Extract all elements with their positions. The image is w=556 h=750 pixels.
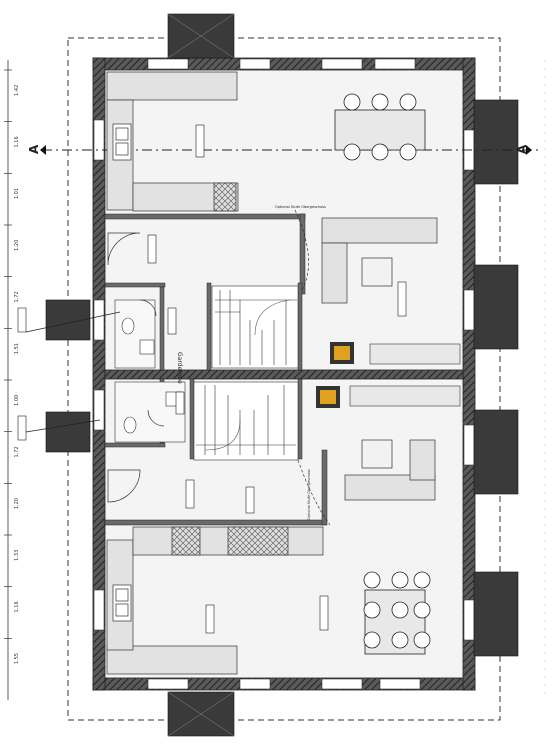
sideboards	[349, 343, 461, 407]
dimension-label: 1.01	[14, 188, 20, 199]
label-leader-lines	[25, 311, 121, 433]
kitchen-bottom	[106, 526, 324, 675]
dimension-label: 1.20	[14, 498, 20, 509]
optional-step-bottom	[297, 459, 331, 526]
sofa-top	[321, 217, 438, 304]
dimension-label: 1.55	[14, 653, 20, 664]
dimension-label: 1.20	[14, 240, 20, 251]
staircase-top	[211, 285, 299, 369]
external-blocks	[45, 13, 519, 737]
optional-step-top	[294, 209, 309, 291]
party-wall	[104, 369, 464, 380]
section-marker-right: A	[515, 144, 529, 154]
optional-step-bottom-label: Optional Stufe Obergeschoss	[307, 469, 311, 520]
dimension-label: 1.51	[14, 343, 20, 354]
doors	[107, 232, 165, 503]
dining-table-bottom	[363, 571, 431, 655]
wc-top	[114, 299, 156, 369]
section-marker-left: A	[27, 144, 41, 154]
dimension-label: 1.72	[14, 446, 20, 457]
dimension-label: 1.33	[14, 550, 20, 561]
external-block-cross	[167, 13, 235, 737]
dimension-label: 1.00	[14, 395, 20, 406]
dimension-label: 1.72	[14, 291, 20, 302]
kitchen-top	[106, 71, 239, 212]
staircase-bottom	[193, 381, 299, 461]
dimension-label: 1.42	[14, 85, 20, 96]
dining-table-top	[334, 93, 426, 161]
fireplace-top	[330, 342, 354, 364]
dimension-label: 1.16	[14, 601, 20, 612]
property-outline	[67, 37, 501, 721]
garderobe-label: Garderobe	[176, 352, 183, 384]
exterior-walls	[92, 57, 476, 691]
fireplace-bottom	[316, 386, 340, 408]
room-labels	[17, 124, 407, 634]
wc-bottom	[114, 381, 186, 443]
sofa-bottom	[344, 439, 436, 501]
dimension-line-left: 1.42 1.16 1.01 1.20 1.72 1.51 1.00 1.72 1.20 1.33…	[4, 60, 20, 700]
optional-step-top-label: Optional Stufe Obergeschoss	[275, 205, 326, 209]
dimension-label: 1.16	[14, 136, 20, 147]
